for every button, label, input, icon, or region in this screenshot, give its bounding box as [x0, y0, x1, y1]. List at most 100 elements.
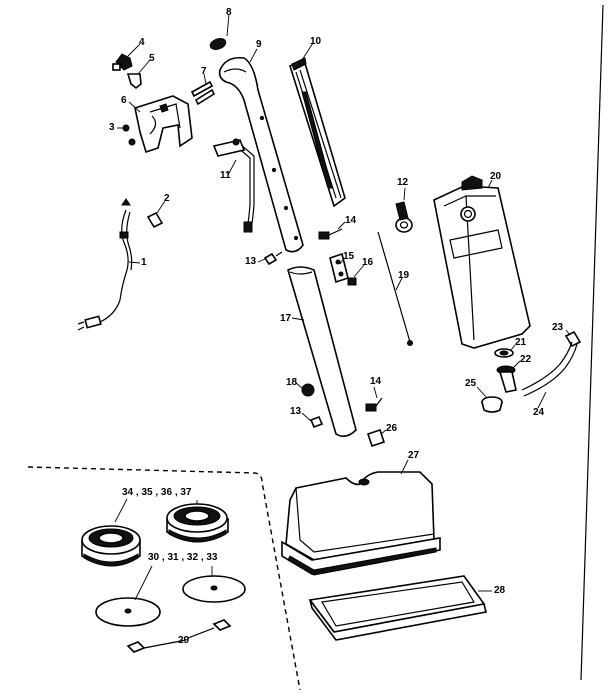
callout-14b: 14: [370, 376, 382, 387]
callout-27: 27: [408, 450, 420, 461]
accessory-boundary-dashed: [27, 466, 301, 691]
leader-27: [400, 459, 409, 475]
leader-34-37a: [114, 498, 128, 523]
leader-4: [127, 43, 141, 57]
callout-26: 26: [386, 423, 398, 434]
part-14-bolt-upper: [318, 228, 343, 240]
callout-28: 28: [494, 585, 506, 596]
part-13-screw-upper: [263, 251, 283, 266]
leader-10: [301, 42, 314, 61]
part-28-tray: [308, 575, 487, 641]
part-1-power-cord: [77, 198, 133, 331]
callout-7: 7: [201, 66, 207, 77]
leader-13b: [301, 412, 312, 422]
leader-5: [137, 59, 151, 75]
part-21-washer: [494, 348, 514, 358]
leader-16: [353, 264, 365, 278]
callout-22: 22: [520, 354, 532, 365]
part-25-cap: [481, 396, 503, 413]
callout-13b: 13: [290, 406, 302, 417]
part-6-handle-housing: [134, 95, 193, 154]
leader-2: [156, 200, 166, 214]
callout-24: 24: [533, 407, 545, 418]
callout-1: 1: [141, 257, 147, 268]
part-29-pad-holders: [126, 619, 232, 653]
part-2-strain-relief: [146, 211, 164, 229]
callout-20: 20: [490, 171, 502, 182]
part-5-switch: [126, 73, 142, 90]
callout-30-33: 30 , 31 , 32 , 33: [148, 552, 218, 563]
callout-2: 2: [164, 193, 170, 204]
part-17-lower-handle: [287, 266, 357, 438]
callout-15: 15: [343, 251, 355, 262]
callout-21: 21: [515, 337, 527, 348]
part-30-33-pad-left: [95, 597, 161, 627]
callout-14a: 14: [345, 215, 357, 226]
callout-3: 3: [109, 122, 115, 133]
part-34-37-brush-right: [166, 503, 229, 543]
callout-18: 18: [286, 377, 298, 388]
part-13-screw-lower: [309, 415, 324, 429]
part-19-rod: [377, 231, 413, 346]
part-11-cord-hook: [212, 138, 255, 233]
leader-18: [295, 382, 303, 389]
leader-21: [510, 344, 516, 351]
part-12-hook-clip: [395, 201, 413, 233]
part-27-motor-housing: [281, 471, 441, 576]
callout-17: 17: [280, 313, 292, 324]
leader-7: [203, 73, 207, 85]
leader-19: [395, 277, 403, 291]
leader-14a: [337, 221, 346, 230]
callout-23: 23: [552, 322, 564, 333]
leader-25: [476, 386, 488, 399]
part-30-33-pad-right: [182, 575, 246, 603]
part-10-cord-channel: [289, 57, 346, 208]
leader-14b: [373, 386, 378, 399]
part-16-nut: [347, 277, 357, 286]
part-22-valve: [496, 365, 517, 393]
leader-8: [226, 13, 230, 37]
leader-17: [291, 317, 305, 321]
margin-line: [580, 4, 604, 681]
leader-26: [380, 429, 387, 435]
callout-34-37: 34 , 35 , 36 , 37: [122, 487, 192, 498]
leader-22: [512, 360, 521, 369]
leader-12: [403, 187, 406, 201]
leader-23: [565, 329, 571, 336]
part-34-37-brush-left: [81, 525, 141, 567]
callout-10: 10: [310, 36, 322, 47]
leader-6: [128, 101, 141, 113]
leader-30-33a: [134, 565, 153, 601]
part-26-clip: [366, 428, 386, 448]
part-7-pin: [190, 80, 216, 106]
callout-4: 4: [139, 37, 145, 48]
leader-1: [128, 261, 141, 264]
callout-6: 6: [121, 95, 127, 106]
callout-29: 29: [178, 635, 190, 646]
callout-5: 5: [149, 53, 155, 64]
part-14-bolt-lower: [365, 397, 383, 412]
callout-19: 19: [398, 270, 410, 281]
leader-24: [537, 391, 547, 409]
callout-9: 9: [256, 39, 262, 50]
leader-15: [339, 257, 345, 265]
part-20-solution-tank: [433, 175, 531, 349]
part-8-cap: [209, 38, 227, 50]
callout-13a: 13: [245, 256, 257, 267]
callout-25: 25: [465, 378, 477, 389]
part-23-hose-clip: [564, 330, 582, 348]
callout-11: 11: [220, 170, 231, 181]
part-24-hose: [521, 341, 578, 397]
part-18-grommet: [301, 383, 315, 397]
callout-16: 16: [362, 257, 374, 268]
leader-20: [487, 179, 493, 189]
leader-9: [249, 48, 258, 63]
leader-11: [227, 159, 237, 176]
callout-8: 8: [226, 7, 232, 18]
part-9-upper-handle: [218, 56, 304, 253]
callout-12: 12: [397, 177, 409, 188]
leader-13a: [257, 258, 266, 263]
part-4-knob: [112, 53, 133, 71]
part-3-screws: [122, 124, 136, 146]
